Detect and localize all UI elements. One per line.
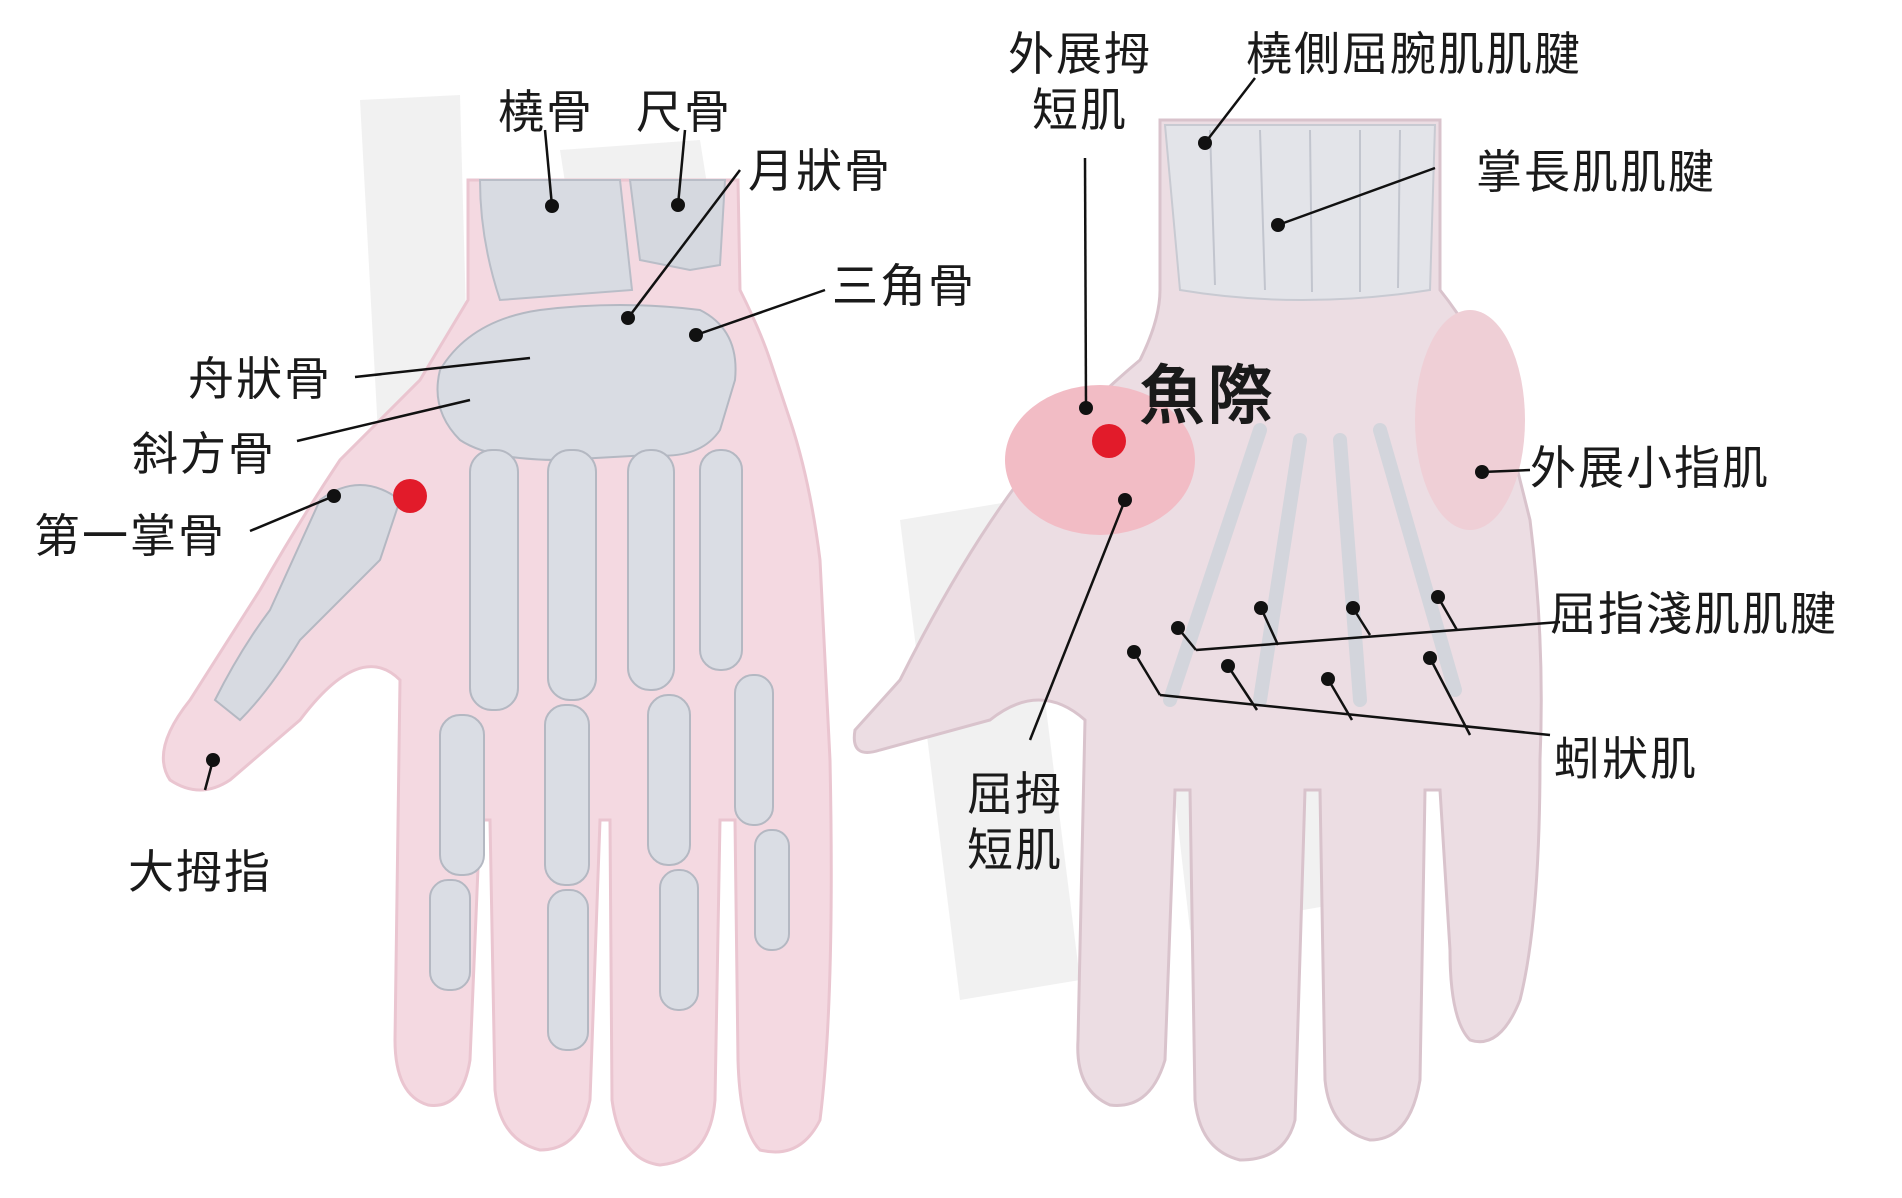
leader-endpoints [206, 136, 1489, 767]
leader-lines [203, 77, 1561, 791]
label-apb-line1: 外展拇 [1008, 27, 1152, 81]
forearm-tendons [1163, 124, 1437, 301]
label-fpb-line1: 屈拇 [967, 767, 1063, 821]
palm-tendons [1163, 423, 1462, 707]
label-ulna: 尺骨 [636, 85, 732, 139]
acupoint-dot-right [1092, 424, 1126, 458]
label-triquetrum: 三角骨 [832, 259, 976, 313]
label-fpb: 屈拇 短肌 [950, 770, 1080, 875]
tendon-lines [1209, 129, 1401, 293]
label-first-metacarpal: 第一掌骨 [34, 509, 226, 563]
carpal-bones [436, 304, 737, 462]
acupoint-dot-left [393, 479, 427, 513]
label-fpb-line2: 短肌 [967, 823, 1063, 878]
label-lumbricals: 蚓狀肌 [1554, 732, 1698, 786]
label-fcr-tendon: 橈側屈腕肌肌腱 [1246, 27, 1582, 81]
label-adm: 外展小指肌 [1530, 441, 1770, 495]
radius-bone [478, 179, 634, 302]
label-apb: 外展拇 短肌 [1000, 30, 1160, 135]
right-hand-skin [852, 118, 1543, 1162]
ulna-bone [628, 179, 727, 272]
label-lunate: 月狀骨 [748, 144, 892, 198]
left-hand-skeleton [161, 178, 833, 1167]
right-hand-muscles [852, 118, 1543, 1162]
label-fds-tendon: 屈指淺肌肌腱 [1550, 587, 1838, 641]
label-apb-line2: 短肌 [1032, 83, 1128, 138]
label-yuji: 魚際 [1140, 360, 1276, 434]
label-palmaris-longus-tendon: 掌長肌肌腱 [1476, 145, 1716, 199]
label-trapezium: 斜方骨 [132, 427, 276, 481]
thenar-eminence [1005, 385, 1195, 535]
hypothenar [1415, 310, 1525, 530]
label-radius: 橈骨 [498, 85, 594, 139]
label-thumb: 大拇指 [128, 845, 272, 899]
thumb-bones [213, 484, 402, 722]
finger-bones [429, 449, 790, 1051]
label-scaphoid: 舟狀骨 [188, 352, 332, 406]
